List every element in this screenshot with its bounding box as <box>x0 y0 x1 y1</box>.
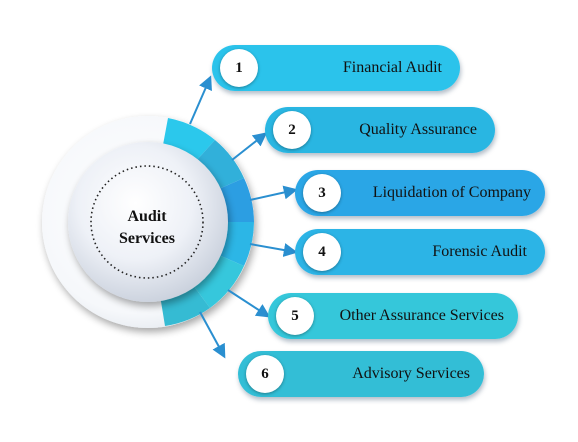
arrow-6 <box>199 311 226 359</box>
arrow-2 <box>231 132 268 161</box>
arrow-5 <box>227 289 271 318</box>
item-advisory-services: 6 Advisory Services <box>238 351 484 397</box>
item-label: Financial Audit <box>342 59 442 76</box>
item-label: Other Assurance Services <box>339 307 504 324</box>
center-title-line-2: Services <box>119 230 175 247</box>
item-label: Forensic Audit <box>432 243 527 260</box>
item-financial-audit: 1 Financial Audit <box>212 45 460 91</box>
item-other-assurance-services: 5 Other Assurance Services <box>268 293 518 339</box>
center-title: Audit Services <box>104 206 190 250</box>
item-number: 1 <box>220 49 258 87</box>
center-title-line-1: Audit <box>127 208 167 225</box>
item-number: 4 <box>303 233 341 271</box>
item-quality-assurance: 2 Quality Assurance <box>265 107 495 153</box>
item-number: 3 <box>303 174 341 212</box>
item-forensic-audit: 4 Forensic Audit <box>295 229 545 275</box>
item-label: Quality Assurance <box>359 121 477 138</box>
arrow-4 <box>249 243 298 257</box>
item-label: Liquidation of Company <box>372 184 531 201</box>
item-number: 2 <box>273 111 311 149</box>
dotted-ring <box>90 165 204 279</box>
item-number: 6 <box>246 355 284 393</box>
item-liquidation-of-company: 3 Liquidation of Company <box>295 170 545 216</box>
item-label: Advisory Services <box>352 365 470 382</box>
arrow-3 <box>249 185 298 201</box>
ring-segments <box>158 118 254 326</box>
item-number: 5 <box>276 297 314 335</box>
arrow-1 <box>189 75 212 125</box>
connector-arrows <box>189 75 298 359</box>
